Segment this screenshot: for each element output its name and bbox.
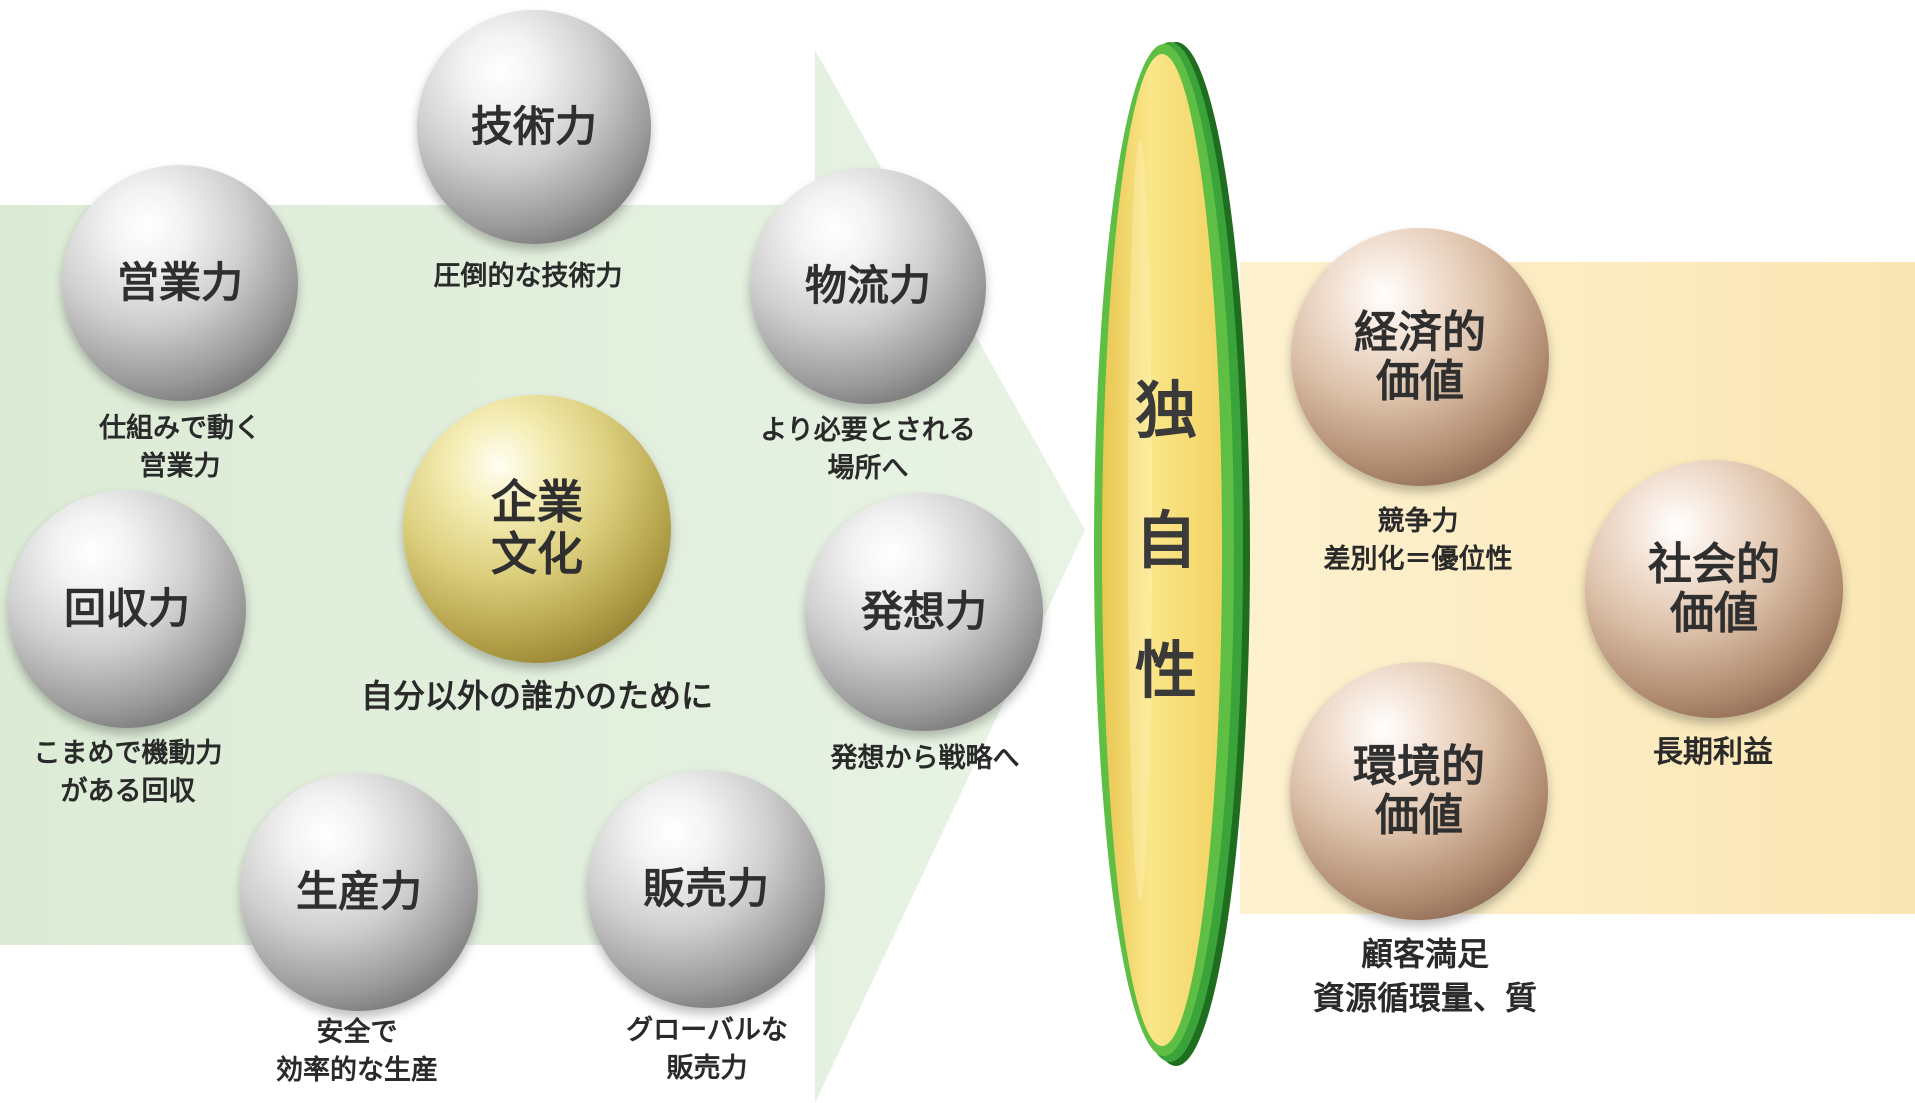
caption-collection: こまめで機動力 がある回収 [33,738,223,807]
caption-technology: 圧倒的な技術力 [433,261,623,292]
lens-char-2: 自 [1134,504,1198,577]
caption-sales: 仕組みで動く 営業力 [99,413,261,482]
caption-economic-value: 競争力 差別化＝優位性 [1323,506,1513,575]
lens-char-3: 性 [1134,634,1198,707]
lens-char-1: 独 [1134,374,1198,447]
caption-corporate-culture: 自分以外の誰かのために [360,677,714,715]
ball-environmental-value: 環境的 価値 [1290,662,1548,920]
ball-sales: 営業力 [62,165,298,401]
ball-technology: 技術力 [417,10,651,244]
caption-social-value: 長期利益 [1653,735,1773,770]
ball-label: 営業力 [116,258,243,308]
ball-label: 販売力 [642,864,769,914]
ball-corporate-culture: 企業 文化 [403,395,671,663]
ball-label: 回収力 [63,584,190,634]
ball-label: 社会的 価値 [1648,538,1780,639]
ball-label: 経済的 価値 [1354,306,1486,407]
caption-environmental-value: 顧客満足 資源循環量、質 [1312,935,1538,1017]
ball-collection: 回収力 [8,490,246,728]
ball-sales-power: 販売力 [587,770,825,1008]
uniqueness-lens [1094,42,1250,1066]
caption-logistics: より必要とされる 場所へ [760,415,976,484]
caption-ideation: 発想から戦略へ [830,743,1020,774]
ball-economic-value: 経済的 価値 [1291,228,1549,486]
ball-social-value: 社会的 価値 [1585,460,1843,718]
caption-production: 安全で 効率的な生産 [276,1017,438,1086]
ball-logistics: 物流力 [750,168,986,404]
ball-label: 物流力 [804,261,931,311]
ball-label: 企業 文化 [491,475,583,581]
ball-production: 生産力 [240,773,478,1011]
ball-label: 生産力 [295,867,422,917]
ball-ideation: 発想力 [805,493,1043,731]
caption-sales-power: グローバルな 販売力 [626,1015,788,1084]
ball-label: 技術力 [470,102,597,152]
ball-label: 発想力 [860,587,987,637]
ball-label: 環境的 価値 [1353,740,1485,841]
